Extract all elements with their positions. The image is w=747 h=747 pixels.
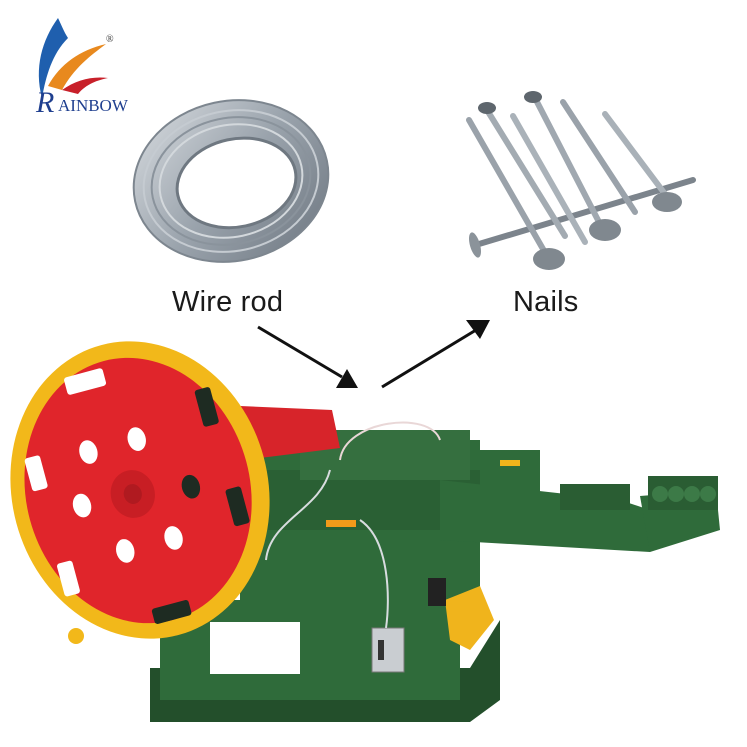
wire-coil-image	[126, 86, 336, 276]
nail-making-machine	[0, 330, 747, 747]
brand-logo: ® R AINBOW	[28, 16, 138, 119]
registered-mark: ®	[106, 34, 114, 45]
nails-label: Nails	[513, 286, 579, 318]
logo-swoosh-icon	[38, 18, 108, 98]
logo-wordmark: AINBOW	[58, 96, 128, 115]
nails-image	[455, 84, 705, 279]
flywheel	[10, 341, 270, 639]
wire-rod-label: Wire rod	[172, 286, 284, 318]
logo-initial: R	[36, 86, 55, 119]
